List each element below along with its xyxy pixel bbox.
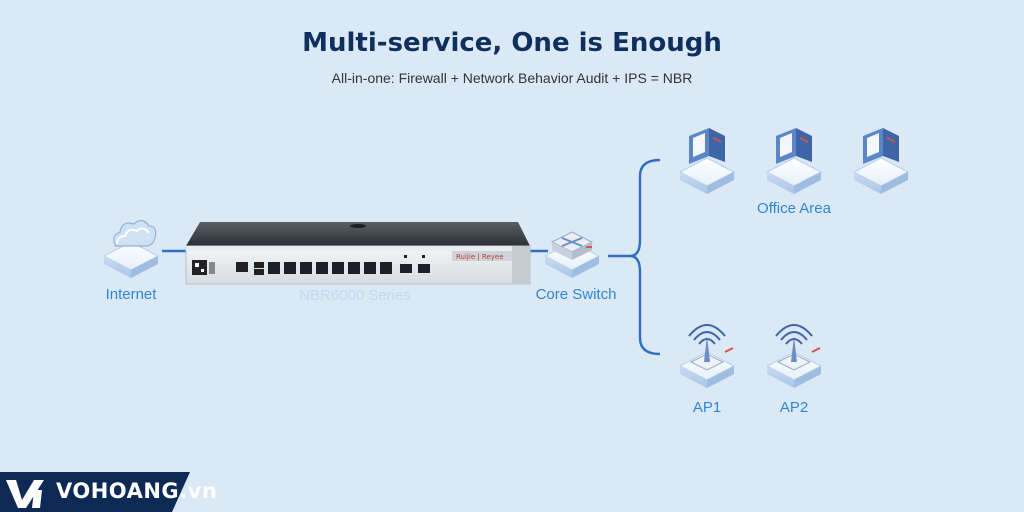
ap1-label: AP1 bbox=[692, 399, 722, 416]
diagram-title: Multi-service, One is Enough bbox=[302, 28, 722, 58]
nbr-device: Ruijie | Reyee bbox=[185, 222, 531, 285]
ap2-label: AP2 bbox=[779, 399, 809, 416]
connection-lines bbox=[162, 158, 661, 356]
core-switch-icon bbox=[543, 231, 601, 278]
ap1-wifi-icon bbox=[678, 324, 736, 388]
internet-cloud-icon bbox=[102, 219, 160, 278]
link-branch-ap bbox=[629, 254, 661, 356]
office-pc-2-icon bbox=[765, 128, 823, 194]
ap2-wifi-icon bbox=[765, 324, 823, 388]
device-label: NBR6000 Series bbox=[299, 287, 411, 304]
office-pc-3-icon bbox=[852, 128, 910, 194]
office-pc-1-icon bbox=[678, 128, 736, 194]
link-branch-office bbox=[629, 158, 661, 258]
device-brand-logo: Ruijie | Reyee bbox=[456, 253, 504, 261]
office-area-label: Office Area bbox=[757, 200, 831, 217]
diagram-subtitle: All-in-one: Firewall + Network Behavior … bbox=[331, 70, 693, 86]
internet-label: Internet bbox=[105, 286, 157, 303]
core-switch-label: Core Switch bbox=[535, 286, 617, 303]
watermark-text: VOHOANG.vn bbox=[56, 479, 218, 503]
vohoang-logo bbox=[0, 472, 190, 512]
